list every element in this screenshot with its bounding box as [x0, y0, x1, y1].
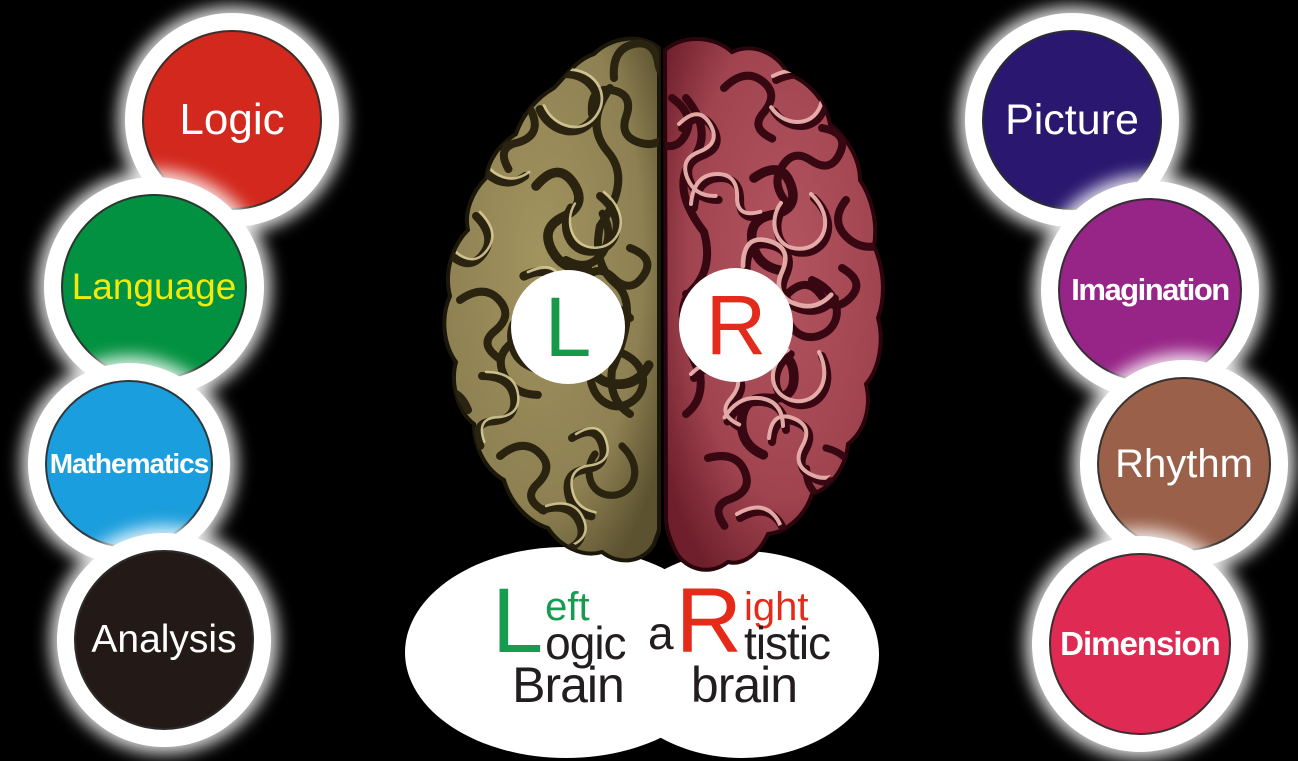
bubble-label: Analysis	[91, 618, 237, 661]
left-hemisphere-marker: L	[511, 270, 625, 384]
bubble-label: Dimension	[1060, 625, 1221, 662]
caption-left-line2: Brain	[512, 657, 625, 713]
bubble-label: Imagination	[1071, 272, 1230, 307]
bubble-dimension: Dimension	[1049, 553, 1231, 735]
caption-stack: eft ogic	[545, 585, 626, 666]
caption-stack: ight tistic	[744, 585, 831, 666]
caption-superscript: eft	[545, 585, 590, 629]
bubble-label: Language	[71, 266, 237, 307]
caption-blob-right	[605, 551, 879, 758]
caption-right-artistic-brain: a R ight tistic	[648, 570, 831, 672]
right-marker-letter: R	[705, 277, 767, 372]
bubble-mathematics: Mathematics	[45, 380, 213, 548]
bubble-label: Mathematics	[49, 448, 210, 479]
caption-superscript: ight	[744, 585, 809, 629]
bubble-language: Language	[61, 194, 247, 380]
bubble-analysis: Analysis	[74, 550, 254, 730]
caption-big-letter: R	[675, 570, 743, 672]
bubble-logic: Logic	[142, 30, 322, 210]
caption-big-letter: L	[492, 570, 544, 672]
bubble-label: Rhythm	[1115, 441, 1253, 486]
caption-left-logic-brain: L eft ogic	[492, 570, 627, 672]
bubble-label: Logic	[179, 95, 285, 144]
left-marker-letter: L	[544, 279, 592, 374]
bubble-rhythm: Rhythm	[1097, 377, 1271, 551]
bubble-picture: Picture	[982, 30, 1162, 210]
caption-right-line2: brain	[690, 657, 798, 713]
right-hemisphere-marker: R	[679, 268, 793, 382]
caption-word-rest: ogic	[545, 617, 626, 669]
bubble-label: Picture	[1005, 95, 1139, 144]
caption-word-rest: tistic	[744, 617, 831, 669]
caption-prefix: a	[648, 607, 674, 659]
bubble-imagination: Imagination	[1058, 198, 1242, 382]
brain-illustration	[442, 36, 885, 572]
